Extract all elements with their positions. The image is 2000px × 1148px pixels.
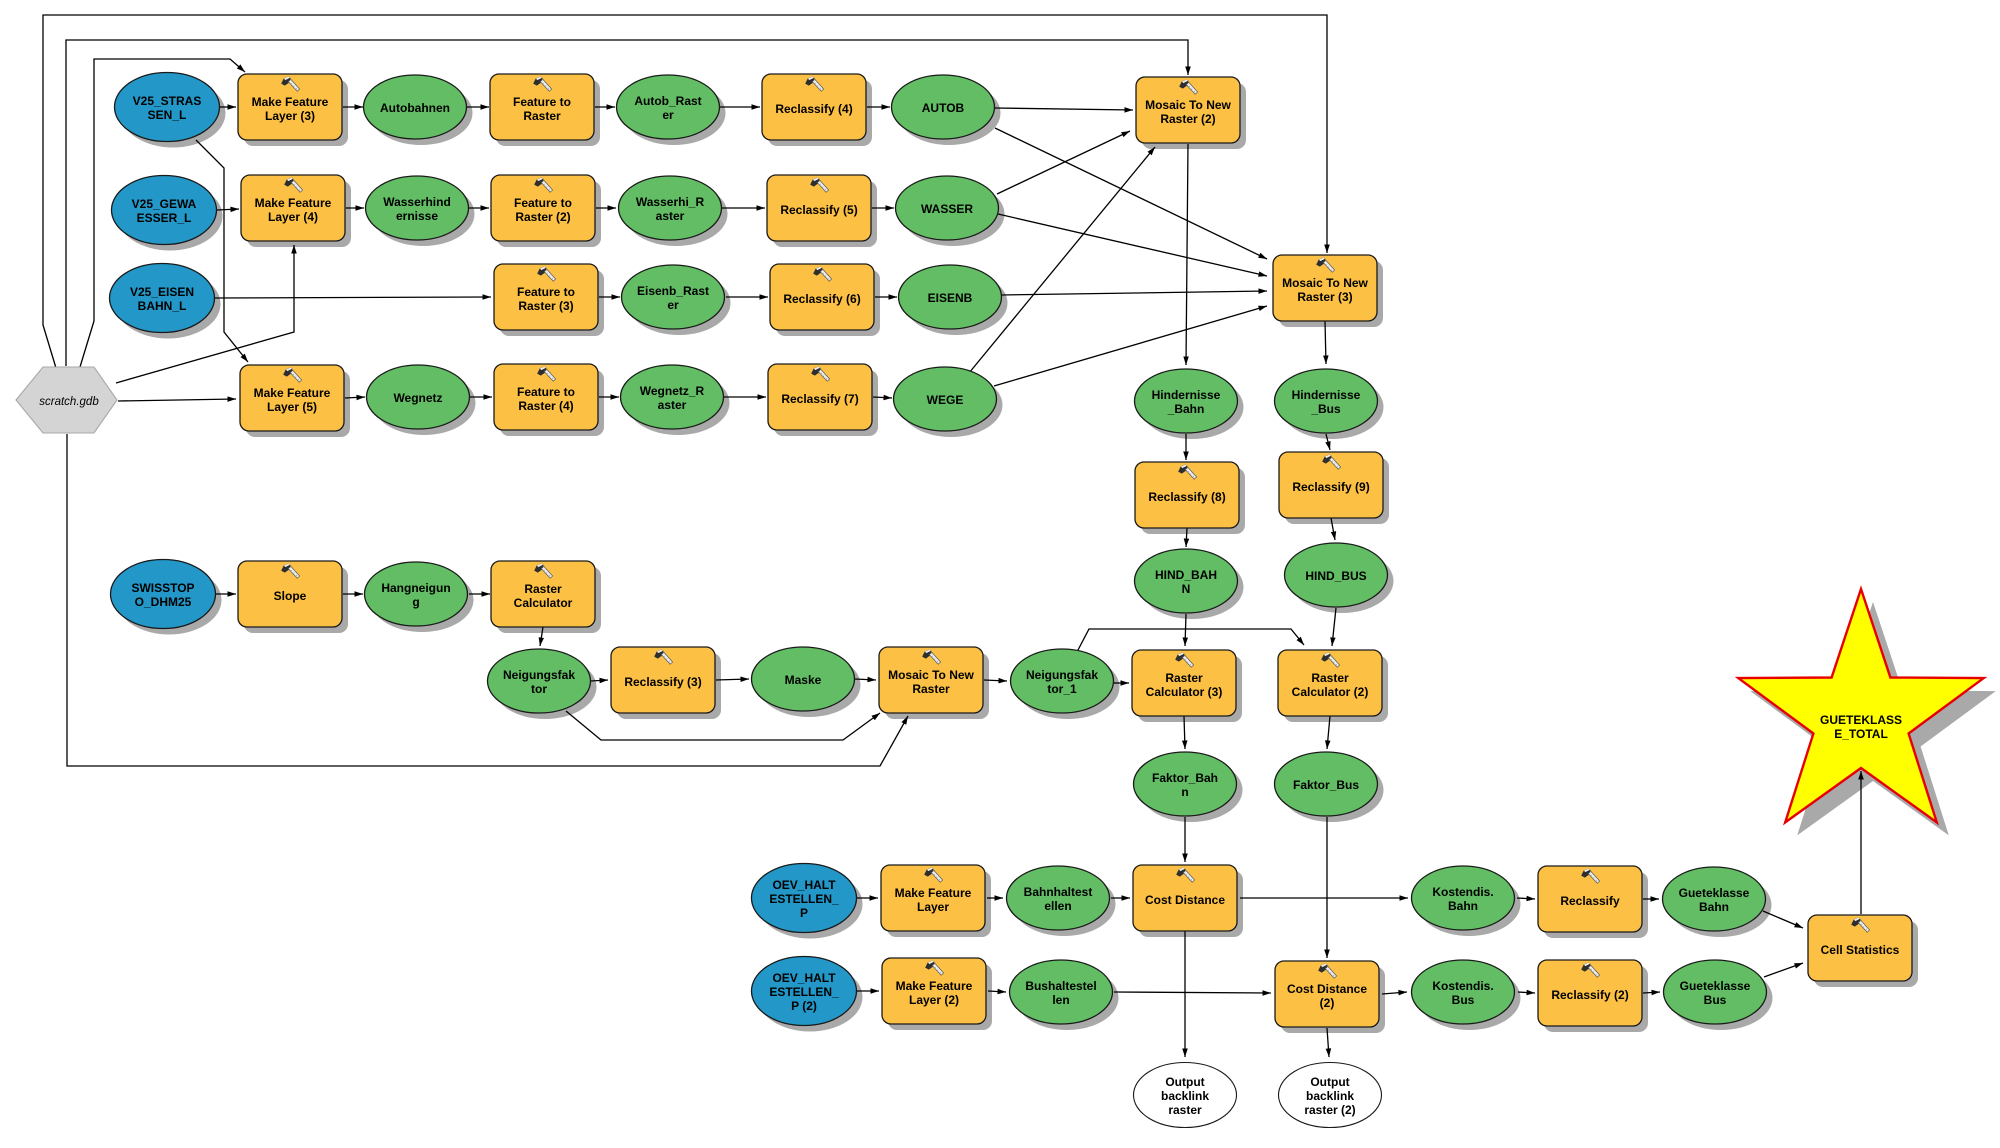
svg-text:Reclassify (4): Reclassify (4): [775, 102, 852, 116]
svg-text:Autobahnen: Autobahnen: [380, 101, 450, 115]
svg-text:HIND_BAHN: HIND_BAHN: [1155, 568, 1217, 596]
svg-text:AUTOB: AUTOB: [922, 101, 965, 115]
svg-text:Kostendis.Bus: Kostendis.Bus: [1432, 979, 1493, 1007]
svg-text:Reclassify (3): Reclassify (3): [624, 675, 701, 689]
svg-text:Wasserhi_Raster: Wasserhi_Raster: [636, 195, 705, 223]
svg-text:WEGE: WEGE: [927, 393, 964, 407]
svg-text:HIND_BUS: HIND_BUS: [1305, 569, 1366, 583]
svg-text:Hindernisse_Bus: Hindernisse_Bus: [1292, 388, 1361, 416]
svg-text:scratch.gdb: scratch.gdb: [39, 396, 99, 408]
svg-text:Faktor_Bus: Faktor_Bus: [1293, 778, 1359, 792]
svg-text:WASSER: WASSER: [921, 202, 973, 216]
svg-text:Wegnetz: Wegnetz: [393, 391, 442, 405]
svg-text:Hindernisse_Bahn: Hindernisse_Bahn: [1152, 388, 1221, 416]
svg-text:Autob_Raster: Autob_Raster: [634, 94, 701, 122]
svg-text:Maske: Maske: [785, 673, 822, 687]
svg-text:Cost Distance: Cost Distance: [1145, 893, 1225, 907]
svg-text:Faktor_Bahn: Faktor_Bahn: [1152, 771, 1218, 799]
svg-text:Reclassify (8): Reclassify (8): [1148, 490, 1225, 504]
svg-text:Reclassify (6): Reclassify (6): [783, 292, 860, 306]
svg-text:Reclassify (5): Reclassify (5): [780, 203, 857, 217]
svg-text:Kostendis.Bahn: Kostendis.Bahn: [1432, 885, 1493, 913]
svg-text:Slope: Slope: [274, 589, 307, 603]
svg-text:Wegnetz_Raster: Wegnetz_Raster: [640, 384, 705, 412]
svg-text:EISENB: EISENB: [928, 291, 973, 305]
svg-text:Reclassify (7): Reclassify (7): [781, 392, 858, 406]
svg-text:Cost Distance(2): Cost Distance(2): [1287, 982, 1367, 1010]
svg-text:Reclassify (9): Reclassify (9): [1292, 480, 1369, 494]
svg-text:Eisenb_Raster: Eisenb_Raster: [637, 284, 709, 312]
svg-text:Reclassify (2): Reclassify (2): [1551, 988, 1628, 1002]
svg-text:Cell Statistics: Cell Statistics: [1821, 943, 1900, 957]
svg-text:Reclassify: Reclassify: [1560, 894, 1620, 908]
